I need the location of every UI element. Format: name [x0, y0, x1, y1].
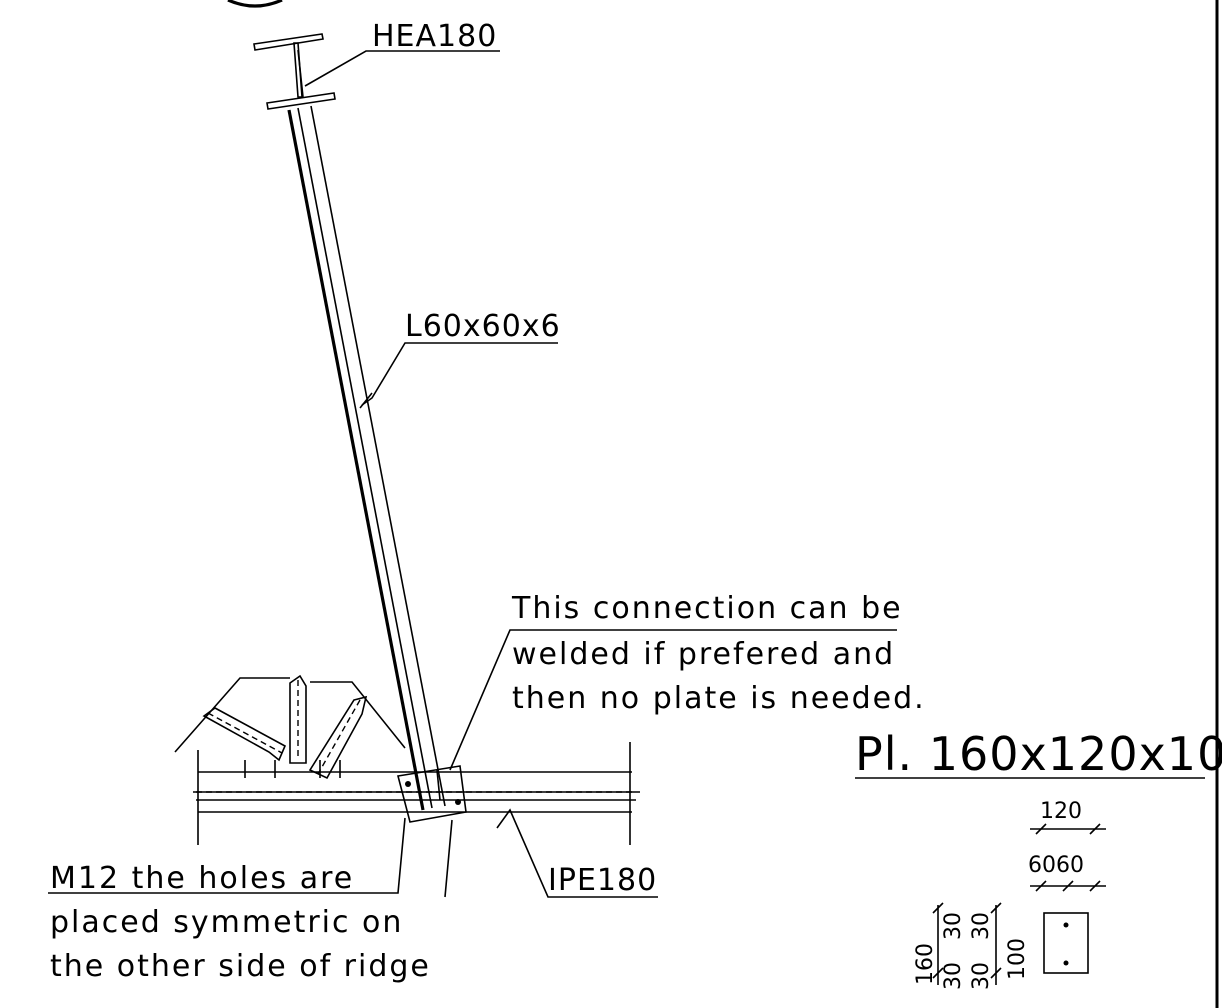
leader-connection-note — [449, 629, 897, 771]
leader-l60x60x6 — [361, 342, 558, 406]
note-connection-line-3: then no plate is needed. — [512, 681, 926, 716]
note-bolts-line-3: the other side of ridge — [50, 949, 431, 984]
label-ipe180: IPE180 — [548, 863, 657, 898]
detail-marker-circle — [227, 0, 283, 8]
plate-dim-height-part-a: 30 — [941, 912, 966, 940]
note-connection-line-1: This connection can be — [511, 591, 903, 626]
plate-dim-width-total: 120 — [1040, 799, 1082, 824]
ridge-bracing — [174, 674, 406, 780]
plate-outline — [1043, 912, 1089, 974]
note-bolts-line-2: placed symmetric on — [50, 905, 403, 940]
leader-bolt-note — [48, 817, 406, 894]
plate-dim-width-parts: 6060 — [1028, 853, 1084, 878]
leader-ipe180 — [496, 808, 658, 898]
label-hea180: HEA180 — [372, 19, 497, 54]
label-l60x60x6: L60x60x6 — [405, 309, 561, 344]
note-bolts-line-1: M12 the holes are — [50, 861, 354, 896]
plate-dim-height-part-b: 30 — [969, 912, 994, 940]
note-connection-line-2: welded if prefered and — [512, 637, 895, 672]
hea180-section — [253, 33, 336, 110]
l60x60x6-brace — [287, 105, 446, 811]
plate-hole-top — [1063, 922, 1069, 928]
connection-plate — [397, 765, 467, 823]
plate-dim-height-part-d: 30 — [969, 962, 994, 990]
ipe180-beam — [193, 742, 640, 845]
plate-hole-bottom — [1063, 960, 1069, 966]
leader-hea180 — [304, 50, 500, 87]
plate-dim-height-total: 160 — [913, 943, 938, 985]
plate-title: Pl. 160x120x10 — [855, 727, 1222, 781]
plate-dim-height-inner: 100 — [1005, 938, 1030, 980]
plate-dim-height-part-c: 30 — [941, 962, 966, 990]
